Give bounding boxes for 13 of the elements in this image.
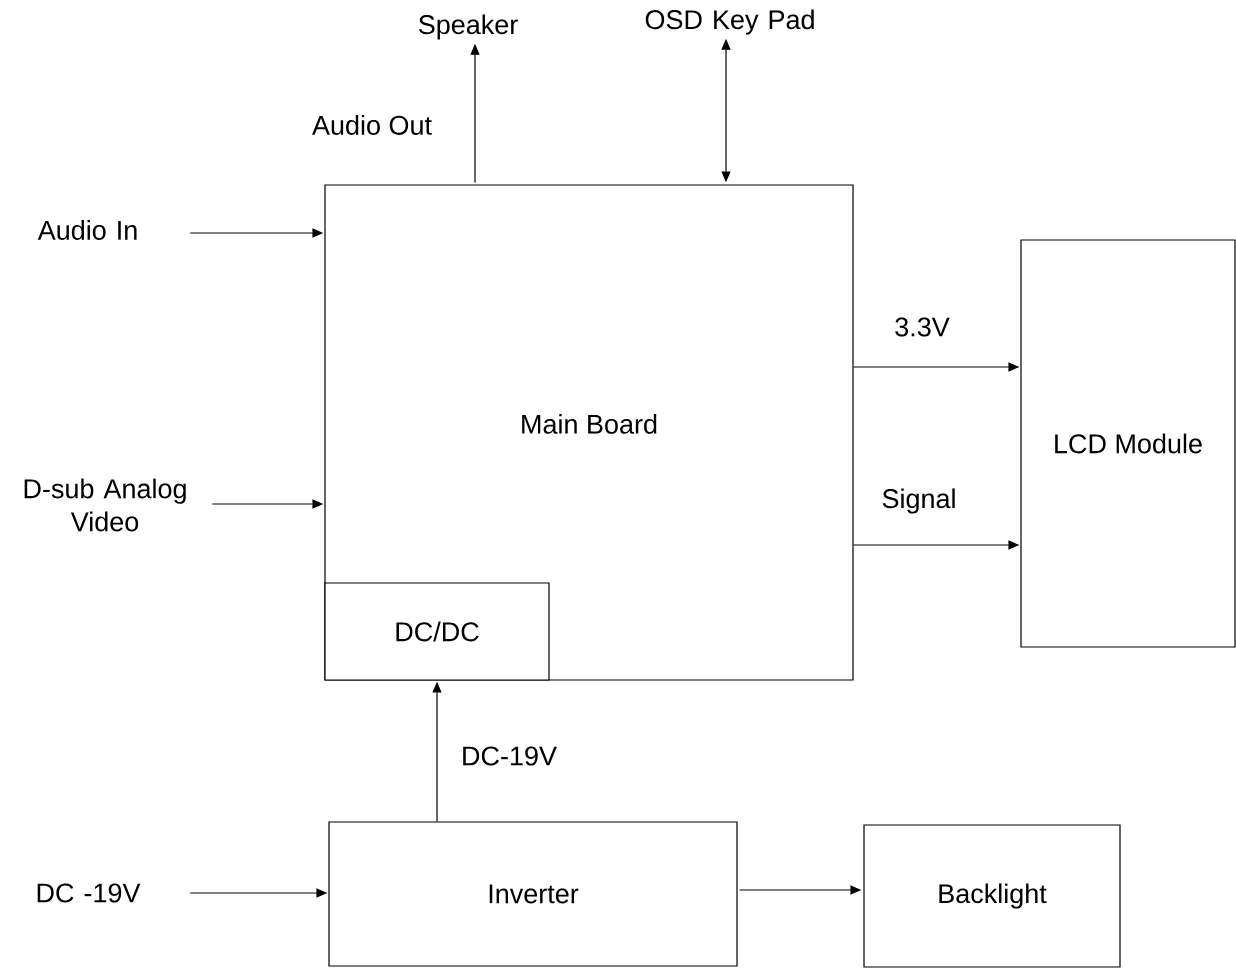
port-label: Audio In [37, 220, 137, 240]
edge-label: Audio Out [312, 115, 432, 135]
port-label: Speaker [418, 14, 518, 40]
component-box: Backlight [863, 824, 1121, 968]
port-label: OSD Key Pad [645, 9, 814, 35]
edge-label: Signal [882, 488, 955, 514]
component-box: LCD Module [1020, 239, 1236, 648]
edge-label: DC-19V [463, 746, 557, 766]
component-box: DC/DC [324, 582, 550, 681]
port-label: D-sub Analog Video [24, 478, 186, 532]
port-label: DC -19V [37, 883, 141, 903]
component-box: Inverter [328, 821, 738, 967]
edge-label: 3.3V [895, 317, 950, 337]
